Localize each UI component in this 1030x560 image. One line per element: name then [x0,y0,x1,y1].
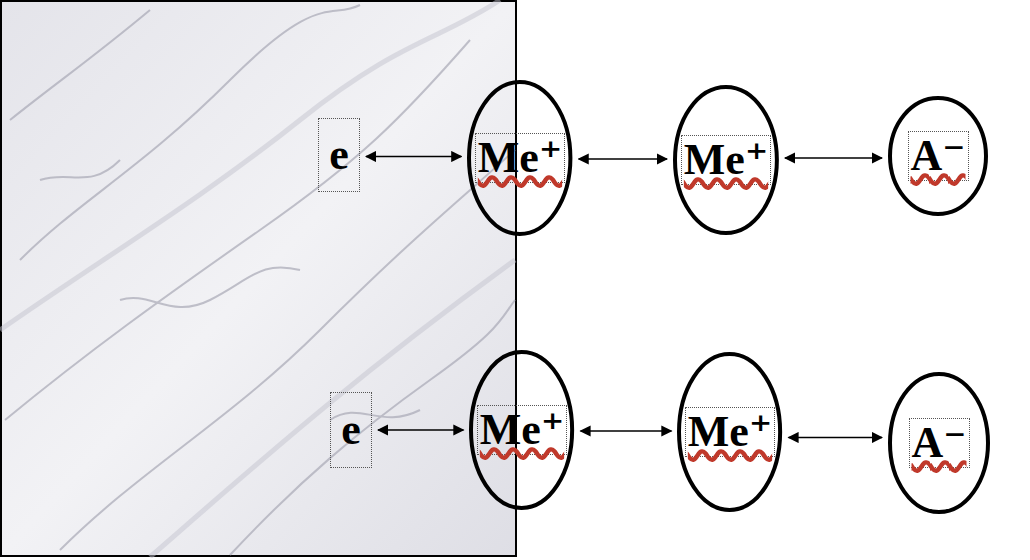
exchange-arrow [785,157,882,159]
electron-box: e [318,118,360,192]
exchange-arrow [789,437,882,439]
electron-label: e [329,131,349,179]
ion-circle: Me⁺ [673,85,779,235]
exchange-arrow [366,156,461,158]
ion-label: Me⁺ [681,135,771,185]
ion-label: Me⁺ [477,405,567,455]
ion-label: Me⁺ [475,133,565,183]
ion-circle: A⁻ [888,372,990,514]
ion-circle: Me⁺ [469,350,574,510]
ion-circle: Me⁺ [467,80,572,236]
ion-label: Me⁺ [685,407,775,457]
exchange-arrow [378,429,463,431]
exchange-arrow [581,430,672,432]
exchange-arrow [579,158,667,160]
ion-circle: A⁻ [888,96,988,216]
ion-label: A⁻ [908,131,969,181]
metal-surface [0,0,518,558]
ion-label: A⁻ [909,418,970,468]
ion-circle: Me⁺ [677,352,782,512]
electron-label: e [341,406,361,454]
electron-box: e [330,392,372,468]
